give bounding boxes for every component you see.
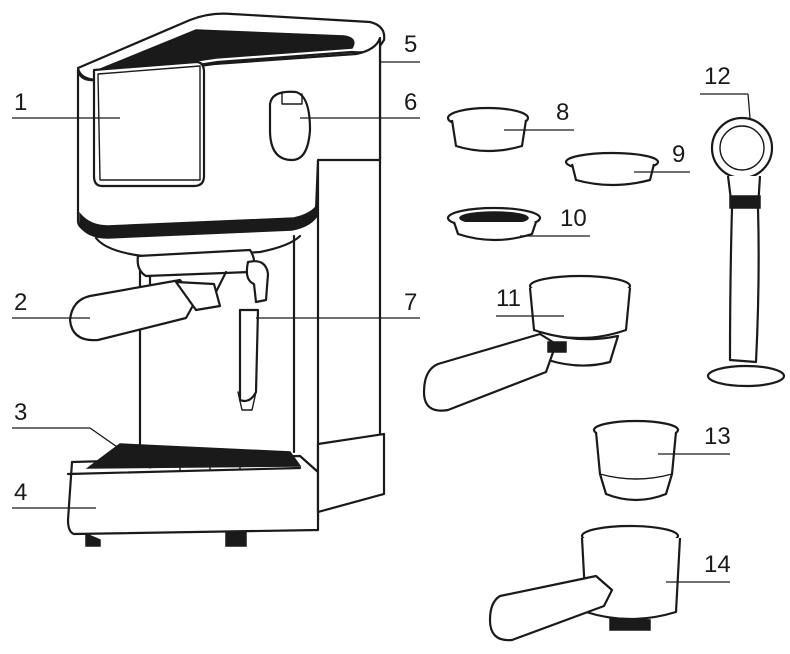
callout-6: 6 xyxy=(404,89,417,116)
filter-basket-pressurized xyxy=(446,206,542,242)
capsule-portafilter xyxy=(488,524,682,642)
callout-5: 5 xyxy=(404,31,417,58)
espresso-machine xyxy=(66,12,386,547)
callout-1: 1 xyxy=(14,89,27,116)
callout-4: 4 xyxy=(14,479,27,506)
callout-3: 3 xyxy=(14,399,27,426)
callout-12: 12 xyxy=(704,63,731,90)
capsule-adapter xyxy=(592,419,680,502)
portafilter xyxy=(422,274,632,412)
filter-basket-shallow xyxy=(564,151,660,187)
callout-8: 8 xyxy=(556,99,569,126)
callout-leader-lines xyxy=(12,61,751,583)
callout-11: 11 xyxy=(496,285,521,312)
callout-2: 2 xyxy=(14,289,27,316)
callout-14: 14 xyxy=(704,551,731,578)
filter-basket-single xyxy=(446,106,530,153)
callout-10: 10 xyxy=(560,205,587,232)
callout-9: 9 xyxy=(672,141,685,168)
callout-7: 7 xyxy=(404,289,417,316)
callout-13: 13 xyxy=(704,423,731,450)
tamper xyxy=(706,116,786,388)
